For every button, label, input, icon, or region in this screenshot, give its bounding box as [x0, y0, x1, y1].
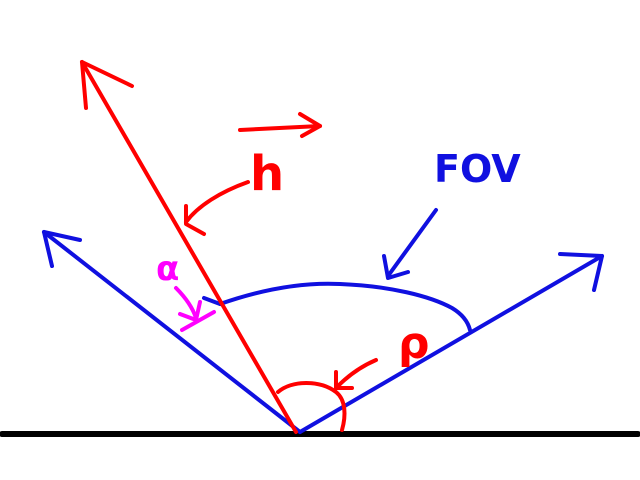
normal-pointer-head: [184, 204, 206, 236]
right-arrow-icon-head: [298, 112, 322, 138]
fov-arc-tick: [202, 296, 222, 306]
fov-rays: [42, 230, 604, 434]
fov-arc: [218, 281, 472, 332]
rho-pointer-head: [334, 370, 354, 390]
down-left-arrow-icon: [386, 208, 438, 278]
rho-pointer-icon: [336, 358, 378, 388]
down-left-arrow-icon-head: [382, 254, 410, 280]
alpha-tick: [180, 310, 216, 332]
rho-label: ρ: [398, 318, 430, 369]
fov-left-ray: [42, 230, 302, 434]
fov-right-arrowhead: [558, 252, 604, 292]
fov-right-ray: [298, 254, 604, 434]
alpha-label: α: [156, 249, 179, 289]
down-arrow-icon: [174, 286, 198, 320]
normal-vector-line: [80, 60, 298, 434]
normal-label: h: [250, 146, 284, 202]
normal-pointer-icon: [184, 180, 250, 224]
fov-pointer: [382, 208, 438, 280]
rho-arc: [276, 381, 347, 432]
right-arrow-icon: [238, 124, 322, 132]
fov-left-arrowhead: [42, 230, 82, 268]
normal-vector-arrowhead: [80, 60, 134, 110]
alpha-pointer: [174, 286, 216, 332]
fov-label: FOV: [434, 147, 521, 191]
normal-vector: [80, 60, 378, 434]
